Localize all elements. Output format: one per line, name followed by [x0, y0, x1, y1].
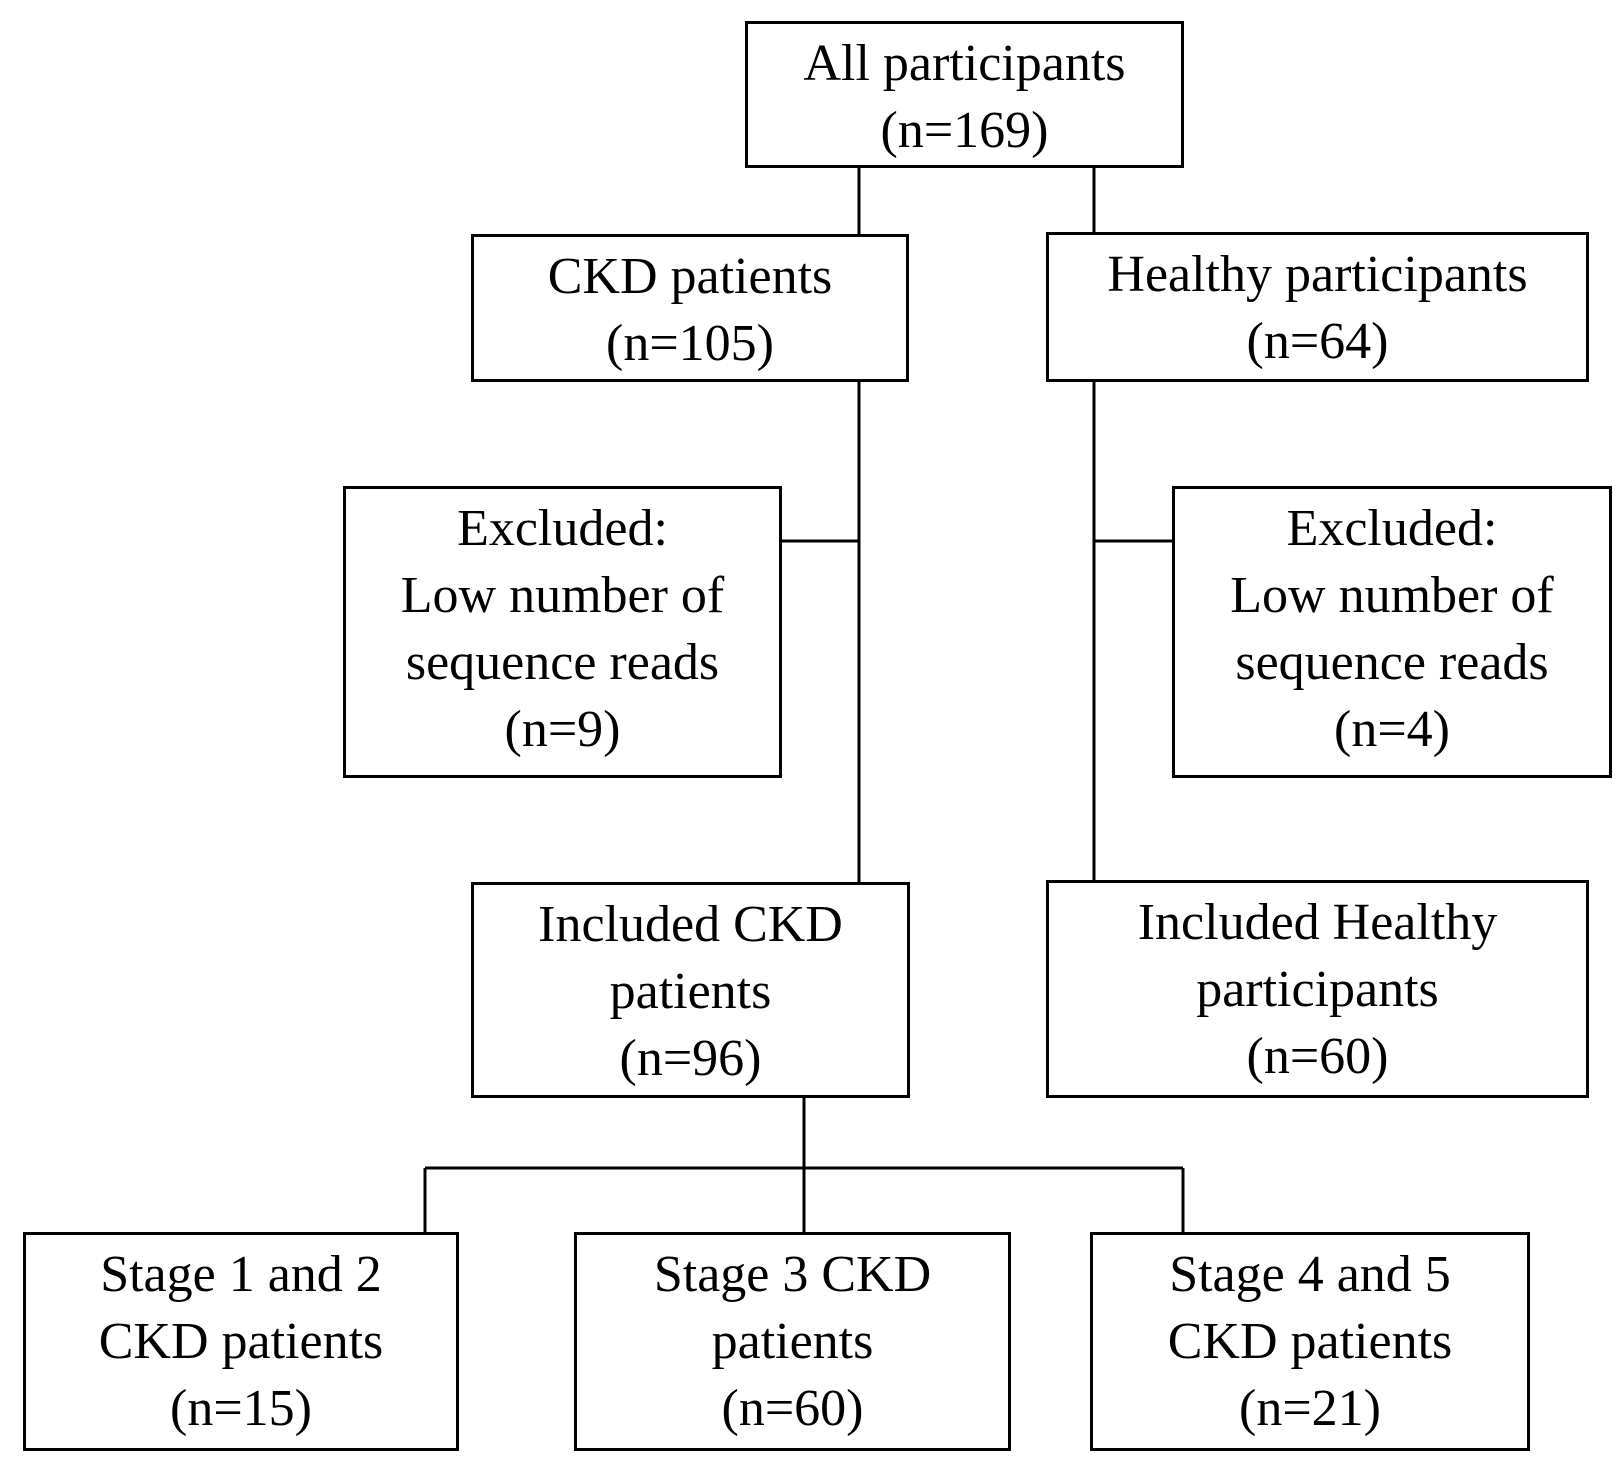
stage-4-5-line2: CKD patients [1167, 1313, 1453, 1370]
excluded-ckd-line1: Excluded: [457, 500, 668, 557]
stage-1-2-box: Stage 1 and 2 CKD patients (n=15) [23, 1232, 459, 1451]
included-ckd-line2: patients [609, 963, 772, 1020]
stage-4-5-box: Stage 4 and 5 CKD patients (n=21) [1090, 1232, 1530, 1451]
ckd-patients-box: CKD patients (n=105) [471, 234, 909, 382]
stage-4-5-count: (n=21) [1239, 1380, 1381, 1437]
excluded-ckd-line3: sequence reads [405, 634, 720, 691]
included-healthy-line1: Included Healthy [1137, 894, 1498, 951]
stage-3-line1: Stage 3 CKD [653, 1246, 932, 1303]
included-ckd-count: (n=96) [619, 1030, 762, 1087]
stage-3-line2: patients [711, 1313, 874, 1370]
stage-1-2-line1: Stage 1 and 2 [100, 1246, 382, 1303]
excluded-ckd-box: Excluded: Low number of sequence reads (… [343, 486, 782, 778]
excluded-healthy-count: (n=4) [1334, 701, 1450, 758]
stage-1-2-line2: CKD patients [98, 1313, 384, 1370]
ckd-patients-label: CKD patients [547, 248, 833, 305]
excluded-ckd-count: (n=9) [504, 701, 621, 758]
included-healthy-line2: participants [1196, 961, 1439, 1018]
excluded-healthy-box: Excluded: Low number of sequence reads (… [1172, 486, 1612, 778]
included-healthy-box: Included Healthy participants (n=60) [1046, 880, 1589, 1098]
stage-3-box: Stage 3 CKD patients (n=60) [574, 1232, 1011, 1451]
all-participants-count: (n=169) [880, 102, 1049, 159]
excluded-healthy-line1: Excluded: [1286, 500, 1498, 557]
stage-4-5-line1: Stage 4 and 5 [1169, 1246, 1451, 1303]
stage-1-2-count: (n=15) [170, 1380, 312, 1437]
healthy-participants-box: Healthy participants (n=64) [1046, 232, 1589, 382]
included-healthy-count: (n=60) [1246, 1028, 1389, 1085]
included-ckd-line1: Included CKD [538, 896, 843, 953]
ckd-patients-count: (n=105) [606, 315, 774, 372]
excluded-healthy-line3: sequence reads [1235, 634, 1549, 691]
all-participants-label: All participants [803, 35, 1126, 92]
excluded-ckd-line2: Low number of [400, 567, 725, 624]
all-participants-box: All participants (n=169) [745, 21, 1184, 168]
stage-3-count: (n=60) [721, 1380, 864, 1437]
healthy-participants-label: Healthy participants [1107, 246, 1528, 303]
included-ckd-box: Included CKD patients (n=96) [471, 882, 910, 1098]
healthy-participants-count: (n=64) [1246, 313, 1389, 370]
excluded-healthy-line2: Low number of [1230, 567, 1554, 624]
